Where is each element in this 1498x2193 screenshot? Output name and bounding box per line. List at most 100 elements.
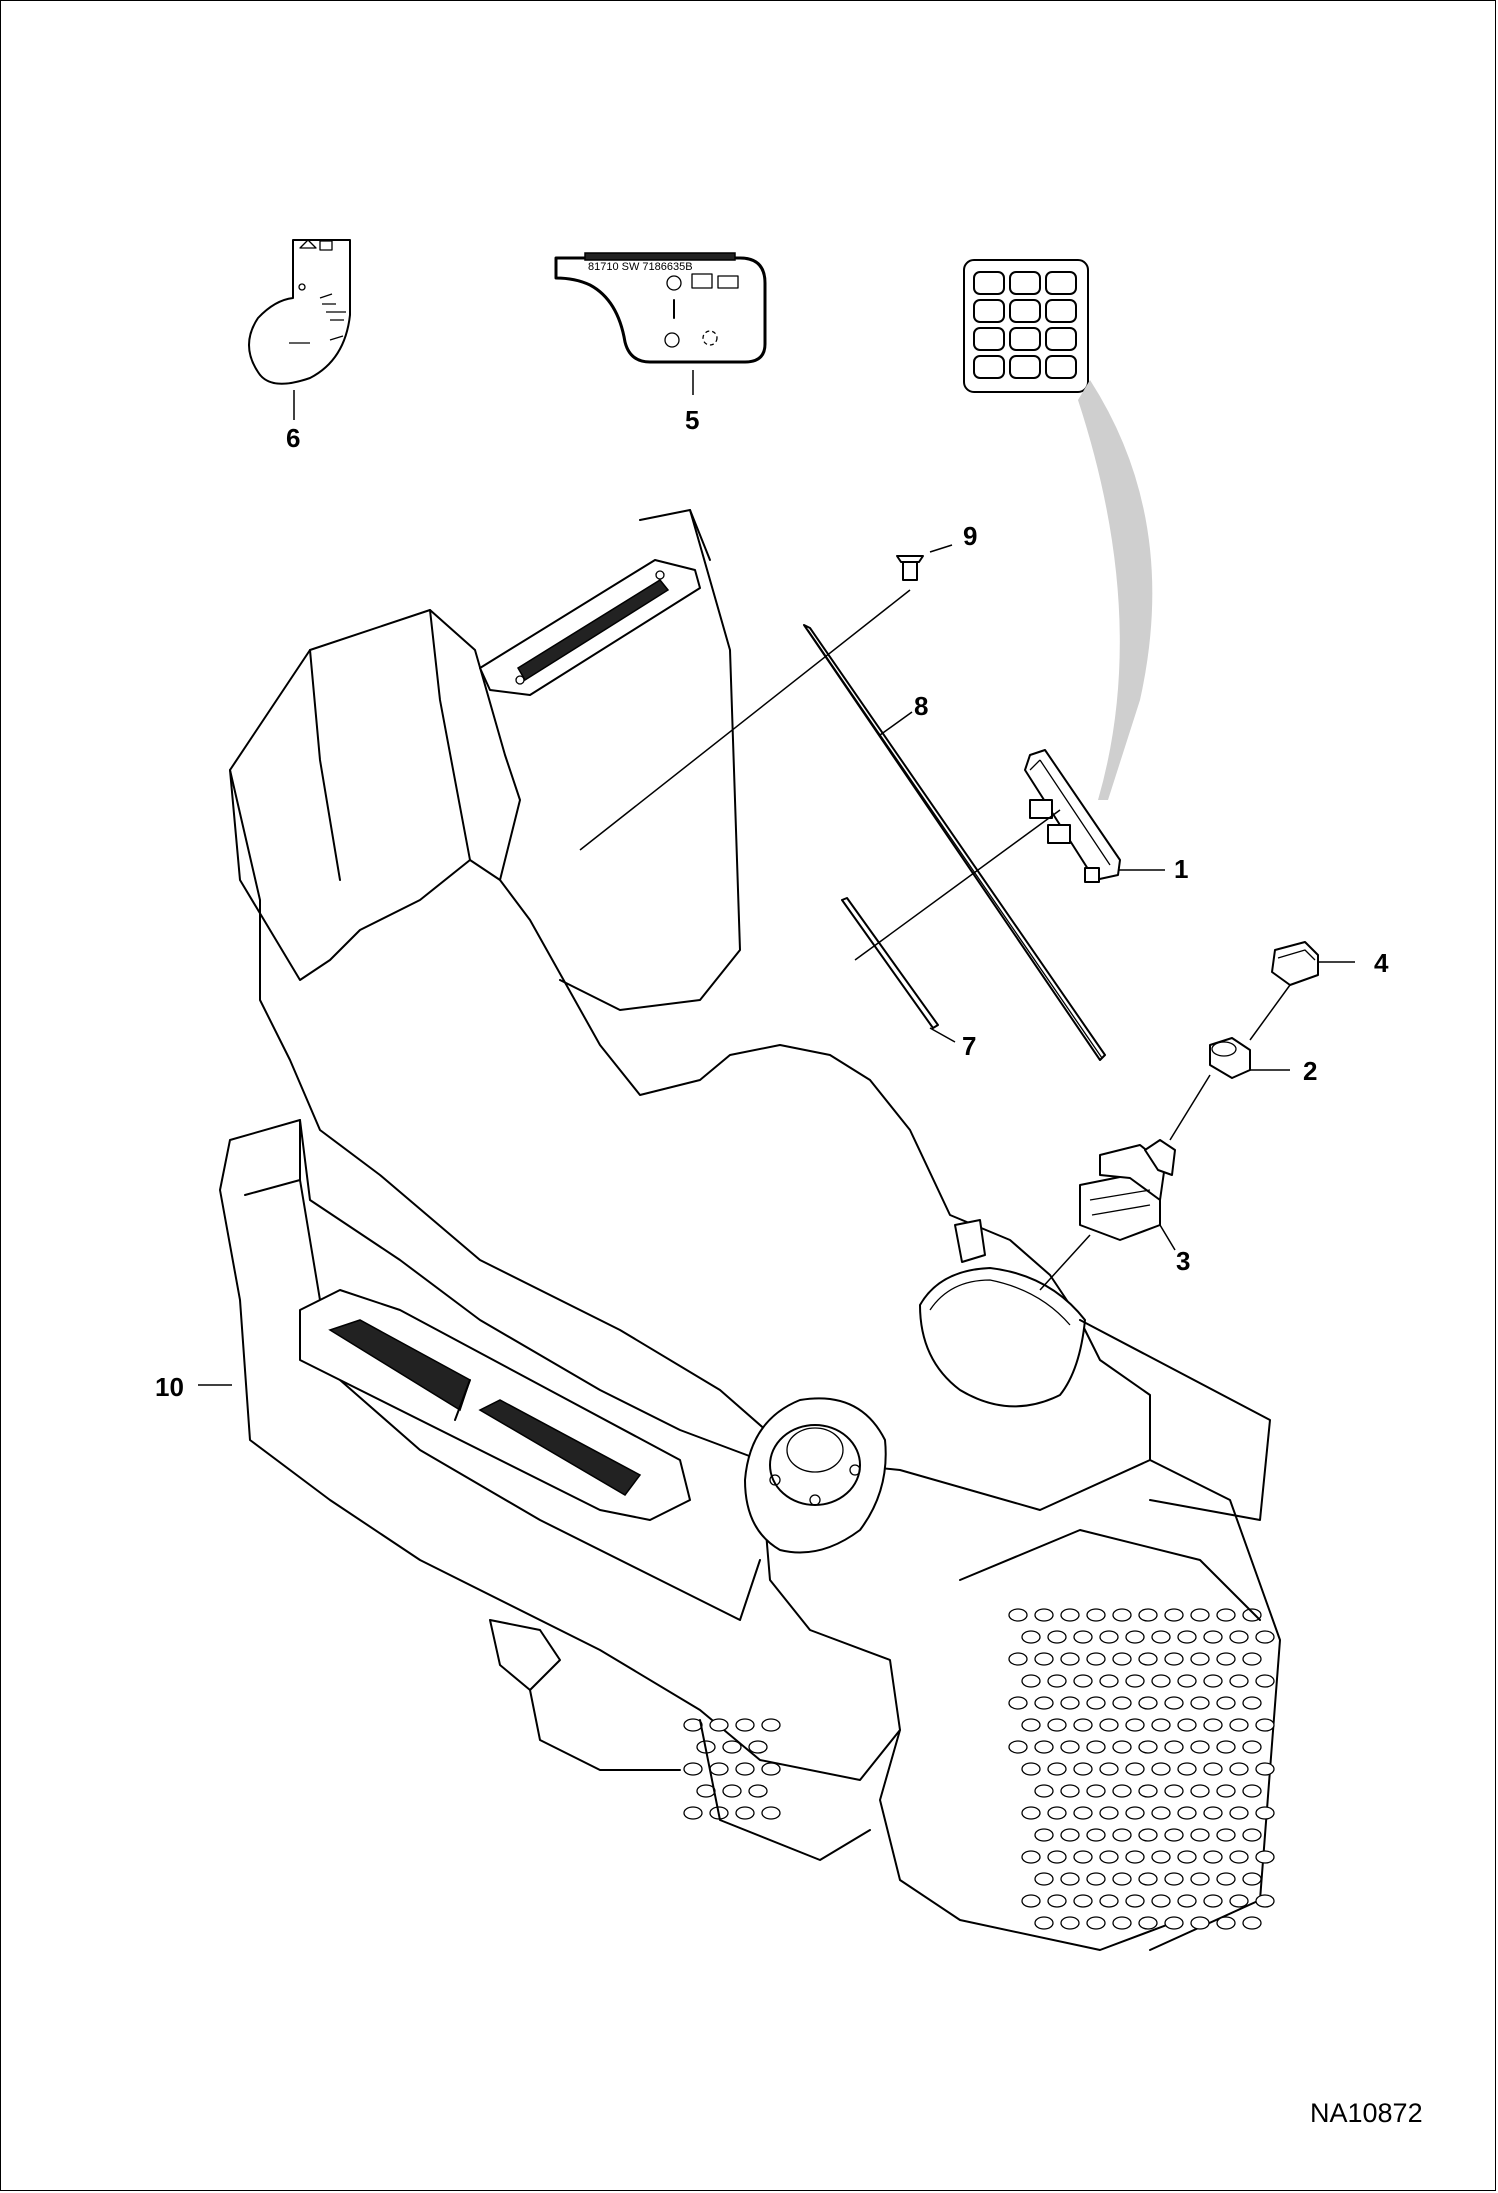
floor-dimple <box>1047 1630 1067 1644</box>
floor-dimple <box>1112 1916 1132 1930</box>
floor-dimple <box>1255 1806 1275 1820</box>
floor-dimple <box>1021 1762 1041 1776</box>
floor-dimple <box>709 1718 729 1732</box>
floor-dimple <box>1190 1916 1210 1930</box>
floor-dimple <box>1242 1828 1262 1842</box>
floor-dimple <box>1164 1696 1184 1710</box>
floor-dimple <box>1164 1828 1184 1842</box>
part-7-gasket <box>841 897 939 1029</box>
floor-dimple <box>1177 1894 1197 1908</box>
keypad-key <box>1009 299 1041 323</box>
leader-lines <box>198 370 1355 1386</box>
keypad-key <box>1045 271 1077 295</box>
floor-dimple <box>1242 1916 1262 1930</box>
floor-dimple <box>1229 1894 1249 1908</box>
floor-dimple <box>1099 1718 1119 1732</box>
drawing-number: NA10872 <box>1310 2098 1423 2128</box>
floor-dimple <box>1138 1696 1158 1710</box>
part-1-keypad-module <box>1024 749 1121 883</box>
floor-dimple <box>1138 1916 1158 1930</box>
part-10-console <box>219 509 1281 1951</box>
floor-dimple <box>1099 1674 1119 1688</box>
floor-dimple <box>1099 1806 1119 1820</box>
part-8-panel <box>803 624 1106 1061</box>
floor-dimple <box>1021 1850 1041 1864</box>
floor-dimple <box>1008 1740 1028 1754</box>
floor-dimple <box>1099 1630 1119 1644</box>
floor-dimple <box>1008 1696 1028 1710</box>
floor-dimple <box>1099 1894 1119 1908</box>
floor-dimple <box>1099 1850 1119 1864</box>
floor-dimple <box>722 1784 742 1798</box>
floor-dimple <box>1086 1828 1106 1842</box>
floor-dimple <box>1138 1828 1158 1842</box>
floor-dimple <box>1125 1674 1145 1688</box>
part-2-nut <box>1209 1037 1251 1079</box>
floor-dimple <box>1177 1806 1197 1820</box>
floor-dimple <box>1073 1806 1093 1820</box>
floor-dimple <box>696 1784 716 1798</box>
floor-dimple <box>1203 1806 1223 1820</box>
floor-dimple <box>1034 1696 1054 1710</box>
floor-texture <box>683 1608 1275 1930</box>
floor-dimple <box>1021 1806 1041 1820</box>
floor-dimple <box>1242 1784 1262 1798</box>
floor-dimple <box>1229 1630 1249 1644</box>
floor-dimple <box>1151 1674 1171 1688</box>
floor-dimple <box>1112 1608 1132 1622</box>
floor-dimple <box>1034 1916 1054 1930</box>
callout-8: 8 <box>914 691 928 721</box>
callout-6: 6 <box>286 423 300 453</box>
floor-dimple <box>1255 1762 1275 1776</box>
floor-dimple <box>1255 1894 1275 1908</box>
floor-dimple <box>1242 1696 1262 1710</box>
floor-dimple <box>1112 1740 1132 1754</box>
keypad-key <box>1045 355 1077 379</box>
floor-dimple <box>1112 1784 1132 1798</box>
floor-dimple <box>1073 1674 1093 1688</box>
callout-2: 2 <box>1303 1056 1317 1086</box>
floor-dimple <box>1021 1718 1041 1732</box>
keypad-key <box>1045 327 1077 351</box>
callout-3: 3 <box>1176 1246 1190 1276</box>
floor-dimple <box>1034 1872 1054 1886</box>
floor-dimple <box>1138 1740 1158 1754</box>
floor-dimple <box>1216 1652 1236 1666</box>
keypad-key <box>1045 299 1077 323</box>
callout-10: 10 <box>155 1372 184 1402</box>
floor-dimple <box>748 1784 768 1798</box>
floor-dimple <box>1164 1608 1184 1622</box>
floor-dimple <box>1216 1872 1236 1886</box>
floor-dimple <box>1177 1762 1197 1776</box>
floor-dimple <box>1190 1696 1210 1710</box>
floor-dimple <box>1073 1630 1093 1644</box>
floor-dimple <box>1151 1718 1171 1732</box>
floor-dimple <box>1177 1850 1197 1864</box>
floor-dimple <box>761 1718 781 1732</box>
floor-dimple <box>1073 1762 1093 1776</box>
part-3-switch <box>1079 1139 1176 1241</box>
floor-dimple <box>683 1806 703 1820</box>
callout-5: 5 <box>685 405 699 435</box>
callout-9: 9 <box>963 521 977 551</box>
floor-dimple <box>1255 1674 1275 1688</box>
floor-dimple <box>1060 1696 1080 1710</box>
floor-dimple <box>1047 1718 1067 1732</box>
floor-dimple <box>1073 1718 1093 1732</box>
callout-7: 7 <box>962 1031 976 1061</box>
floor-dimple <box>1177 1674 1197 1688</box>
floor-dimple <box>1047 1806 1067 1820</box>
floor-dimple <box>1203 1850 1223 1864</box>
floor-dimple <box>1242 1652 1262 1666</box>
floor-dimple <box>1125 1762 1145 1776</box>
floor-dimple <box>1151 1894 1171 1908</box>
floor-dimple <box>1203 1718 1223 1732</box>
floor-dimple <box>1177 1718 1197 1732</box>
floor-dimple <box>761 1806 781 1820</box>
keypad-key <box>1009 271 1041 295</box>
floor-dimple <box>1060 1652 1080 1666</box>
floor-dimple <box>1021 1630 1041 1644</box>
floor-dimple <box>1086 1740 1106 1754</box>
floor-dimple <box>1086 1916 1106 1930</box>
